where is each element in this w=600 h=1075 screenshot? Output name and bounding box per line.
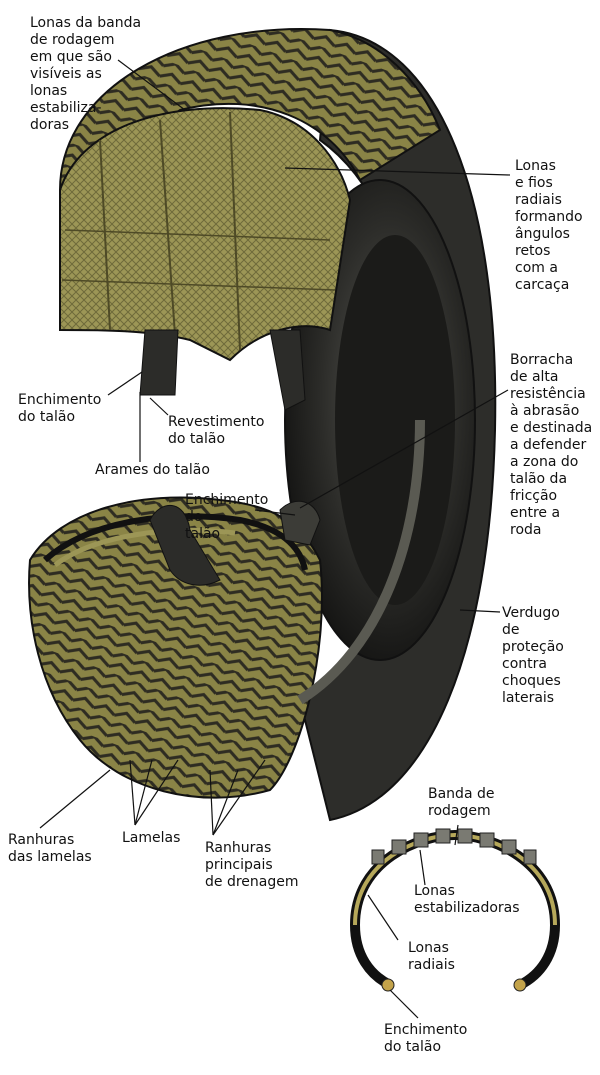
leader-lines [39,59,511,1019]
label-lamelas: Lamelas [122,830,181,846]
plies-cutaway [59,107,352,362]
sidewall-flange [297,419,425,705]
bead-left [139,329,179,396]
cross-section-diagram [350,828,561,992]
bead-right [269,329,306,411]
tread-bottom [28,496,323,799]
tread-top [58,28,442,192]
label-arames-talao: Arames do talão [95,462,210,478]
